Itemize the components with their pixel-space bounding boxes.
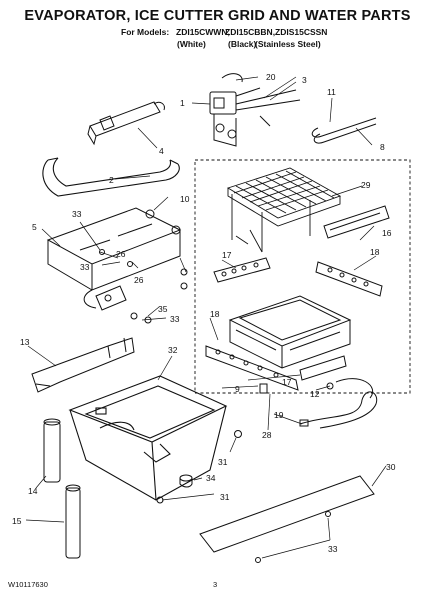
fill-tube (311, 117, 377, 144)
callout-33-b: 33 (80, 262, 90, 272)
variant-stainless: (Stainless Steel) (255, 39, 321, 49)
clip (259, 383, 268, 394)
callout-30: 30 (386, 462, 396, 472)
evaporator-frame (228, 295, 352, 369)
front-panel (199, 475, 375, 553)
callout-29: 29 (361, 180, 371, 190)
cutter-grid (226, 167, 342, 253)
water-valve (209, 73, 301, 147)
reservoir-pan (68, 375, 228, 501)
callout-28: 28 (262, 430, 272, 440)
model-stainless: ZDIS15CSSN (275, 27, 328, 37)
callout-18-upper: 18 (370, 247, 380, 257)
leader-lines (25, 76, 387, 559)
grid-rail-right (315, 261, 383, 297)
callout-32: 32 (168, 345, 178, 355)
diagram-title: EVAPORATOR, ICE CUTTER GRID AND WATER PA… (24, 8, 411, 24)
model-black: ZDI15CBBN, (225, 27, 276, 37)
callout-17-upper: 17 (222, 250, 232, 260)
lower-right-rail (299, 355, 347, 381)
callout-15: 15 (12, 516, 22, 526)
callout-35: 35 (158, 304, 168, 314)
water-hose (42, 157, 180, 197)
callout-12: 12 (310, 389, 320, 399)
callout-34: 34 (206, 473, 216, 483)
heater-strip (323, 205, 390, 239)
grid-rail-left (213, 257, 271, 283)
callout-5: 5 (32, 222, 37, 232)
callout-33-d: 33 (328, 544, 338, 554)
callout-31-upper: 31 (218, 457, 228, 467)
document-code: W10117630 (8, 580, 48, 589)
callout-13: 13 (20, 337, 30, 347)
callout-33-c: 33 (170, 314, 180, 324)
callout-18-lower: 18 (210, 309, 220, 319)
callout-numbers: 1 2 3 4 5 8 9 10 11 12 13 14 15 16 17 17… (12, 72, 396, 554)
callout-4: 4 (159, 146, 164, 156)
callout-19: 19 (274, 410, 284, 420)
fill-cup (31, 337, 135, 393)
callout-1: 1 (180, 98, 185, 108)
panel-screws (255, 511, 331, 563)
callout-26-upper: 26 (116, 249, 126, 259)
callout-17-lower: 17 (282, 377, 292, 387)
callout-33-a: 33 (72, 209, 82, 219)
water-trough (87, 101, 165, 146)
callout-14: 14 (28, 486, 38, 496)
screw-hardware (99, 209, 188, 324)
models-label: For Models: (121, 27, 170, 37)
callout-10: 10 (180, 194, 190, 204)
callout-31-lower: 31 (220, 492, 230, 502)
water-tube (43, 418, 61, 483)
callout-11: 11 (327, 87, 336, 97)
page-number: 3 (213, 580, 218, 589)
cutter-bracket (46, 207, 182, 311)
model-white: ZDI15CWWN, (176, 27, 230, 37)
lower-rail (205, 345, 299, 391)
callout-20: 20 (266, 72, 276, 82)
callout-16: 16 (382, 228, 392, 238)
callout-3: 3 (302, 75, 307, 85)
variant-white: (White) (177, 39, 206, 49)
callout-8: 8 (380, 142, 385, 152)
drain-tube (65, 484, 81, 559)
thermistor (326, 378, 374, 399)
callout-26-lower: 26 (134, 275, 144, 285)
callout-2: 2 (109, 175, 114, 185)
evaporator-assembly-boundary (194, 159, 411, 394)
variant-black: (Black) (228, 39, 257, 49)
callout-9: 9 (235, 384, 240, 394)
